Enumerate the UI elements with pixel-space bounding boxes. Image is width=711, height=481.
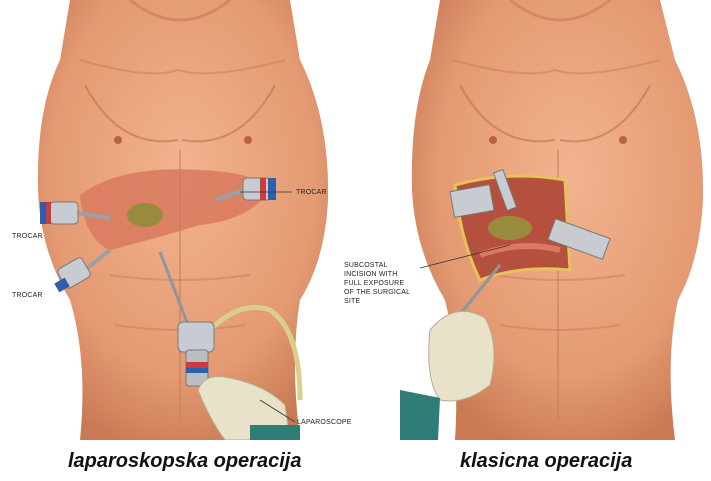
laparoscopic-illustration: TROCAR TROCAR TROCAR LAPAROSCOPE	[0, 0, 360, 440]
incision-label-line3: FULL EXPOSURE	[344, 280, 404, 288]
classic-caption: klasicna operacija	[460, 450, 632, 473]
open-surgery-torso-drawing	[360, 0, 711, 440]
incision-label-line5: SITE	[344, 298, 360, 306]
incision-label-line4: OF THE SURGICAL	[344, 289, 410, 297]
gallbladder	[127, 203, 163, 227]
trocar-label-right: TROCAR	[296, 189, 327, 197]
incision-label-line1: SUBCOSTAL	[344, 262, 388, 270]
incision-label-line2: INCISION WITH	[344, 271, 398, 279]
trocar-label-left-top: TROCAR	[12, 233, 43, 241]
laparoscopic-torso-drawing	[0, 0, 360, 440]
laparoscope-label: LAPAROSCOPE	[297, 419, 352, 427]
open-surgery-illustration: SUBCOSTAL INCISION WITH FULL EXPOSURE OF…	[360, 0, 711, 440]
trocar-label-left-bottom: TROCAR	[12, 292, 43, 300]
laparoscopic-caption: laparoskopska operacija	[68, 450, 301, 473]
